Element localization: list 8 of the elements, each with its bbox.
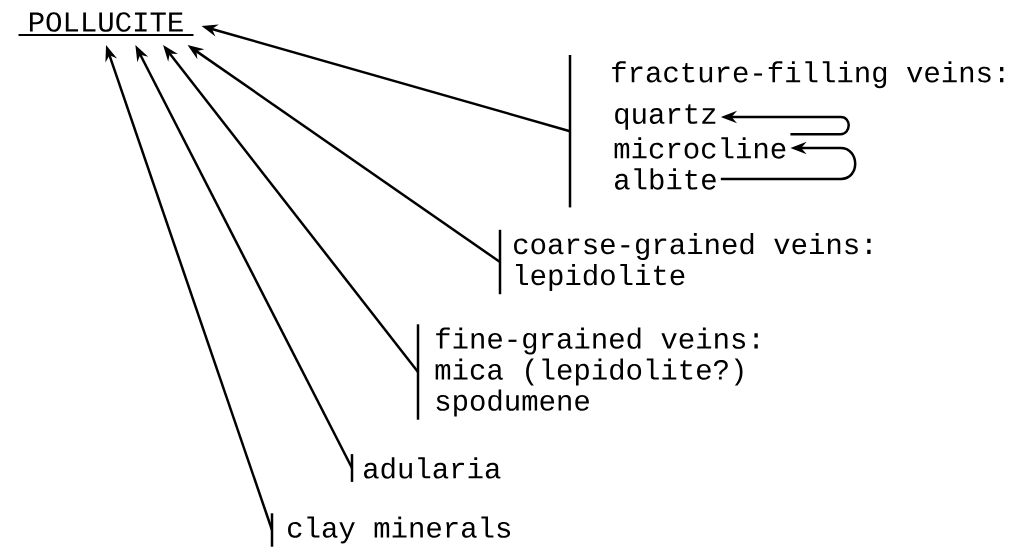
bracketed-label: clay minerals bbox=[270, 513, 510, 547]
mineral-label: microcline bbox=[614, 137, 786, 159]
bracketed-label: coarse-grained veins: lepidolite bbox=[498, 229, 871, 295]
bracketed-label: fine-grained veins: mica (lepidolite?) spodumene bbox=[416, 324, 758, 420]
underlined-heading: POLLUCITE bbox=[17, 12, 195, 37]
bracketed-label: adularia bbox=[350, 454, 501, 482]
mineral-label: albite bbox=[615, 168, 716, 190]
mineral-label: quartz bbox=[615, 104, 716, 130]
